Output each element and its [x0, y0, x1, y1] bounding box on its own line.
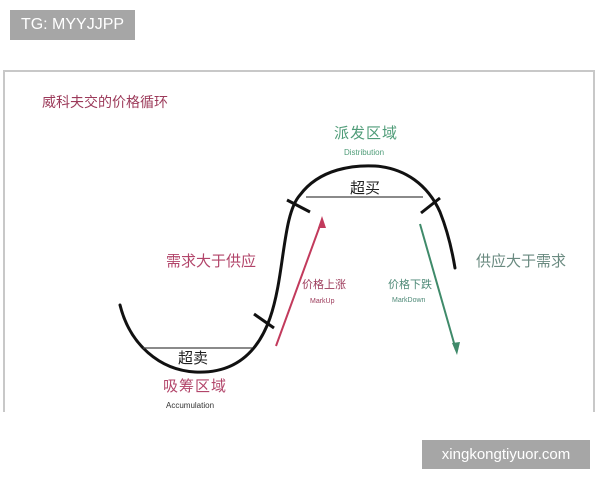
phase-tick-accum-end: [253, 312, 275, 330]
phase-tick-dist-end: [420, 196, 441, 215]
accumulation-label: 吸筹区域: [163, 377, 228, 395]
oversold-label: 超卖: [178, 349, 209, 367]
watermark-bottom: xingkongtiyuor.com: [422, 440, 590, 469]
distribution-label: 派发区域: [334, 124, 399, 142]
markup-label: 价格上涨: [302, 278, 346, 291]
distribution-label-en: Distribution: [344, 148, 385, 157]
markdown-arrow: [419, 223, 457, 351]
demand-exceeds-supply-label: 需求大于供应: [166, 252, 257, 270]
markdown-label: 价格下跌: [388, 278, 432, 291]
watermark-top: TG: MYYJJPP: [10, 10, 135, 40]
markup-arrowhead-icon: [318, 216, 326, 228]
diagram-title: 威科夫交的价格循环: [42, 95, 168, 111]
markdown-label-en: MarkDown: [392, 297, 426, 304]
overbought-label: 超买: [350, 179, 381, 197]
markdown-arrowhead-icon: [452, 342, 460, 355]
markup-arrow: [275, 219, 323, 347]
diagram-frame: [3, 70, 595, 412]
markup-label-en: MarkUp: [310, 298, 335, 305]
supply-exceeds-demand-label: 供应大于需求: [476, 252, 567, 270]
phase-tick-markup-end: [286, 198, 311, 214]
accumulation-label-en: Accumulation: [166, 401, 215, 410]
